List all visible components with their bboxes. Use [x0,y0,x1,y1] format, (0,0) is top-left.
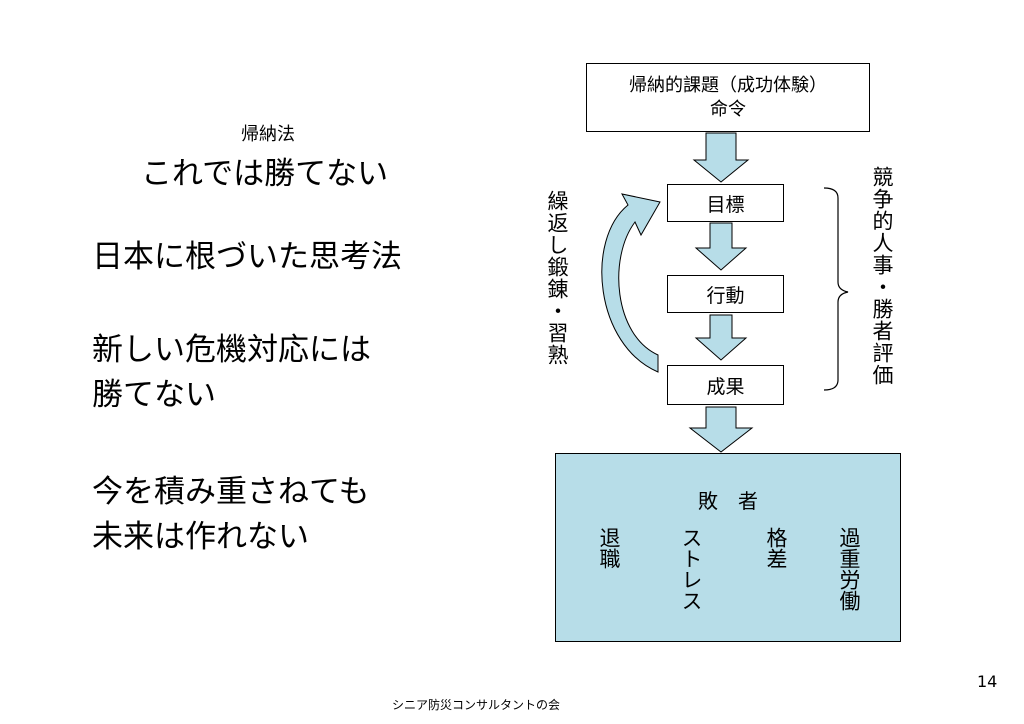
losers-item-disparity: 格差 [764,527,788,569]
result-label: 成果 [706,375,745,398]
down-arrow-icon [688,406,754,453]
top-box: 帰納的課題（成功体験） 命令 [586,63,870,132]
statement-1: 日本に根づいた思考法 [92,239,402,275]
losers-item-stress: ストレス [679,527,703,611]
down-arrow-icon [694,222,748,271]
curly-bracket-icon [823,187,849,391]
loop-label: 繰返し鍛錬・習熟 [545,190,569,366]
bracket-label: 競争的人事・勝者評価 [870,166,894,386]
statement-2-line2: 勝てない [92,377,216,413]
action-box: 行動 [667,275,784,313]
page-heading: これでは勝てない [141,156,389,192]
footer-organization: シニア防災コンサルタントの会 [392,698,561,712]
goal-box: 目標 [667,184,784,222]
losers-title: 敗 者 [698,489,758,513]
statement-3-line2: 未来は作れない [92,519,309,555]
action-label: 行動 [706,284,745,307]
losers-item-overwork: 過重労働 [837,527,861,611]
subtitle: 帰納法 [241,124,295,145]
statement-3-line1: 今を積み重さねても [92,474,370,510]
loop-arrow-icon [601,193,661,373]
statement-2-line1: 新しい危機対応には [92,332,371,368]
top-box-title: 帰納的課題（成功体験） [629,75,827,97]
result-box: 成果 [667,365,784,405]
page-number: 14 [977,672,998,691]
down-arrow-icon [694,314,748,361]
losers-box: 敗 者 退職 ストレス 格差 過重労働 [555,453,901,642]
goal-label: 目標 [706,193,745,216]
losers-item-retirement: 退職 [597,527,621,569]
top-box-subtitle: 命令 [710,98,746,120]
down-arrow-icon [692,132,750,183]
